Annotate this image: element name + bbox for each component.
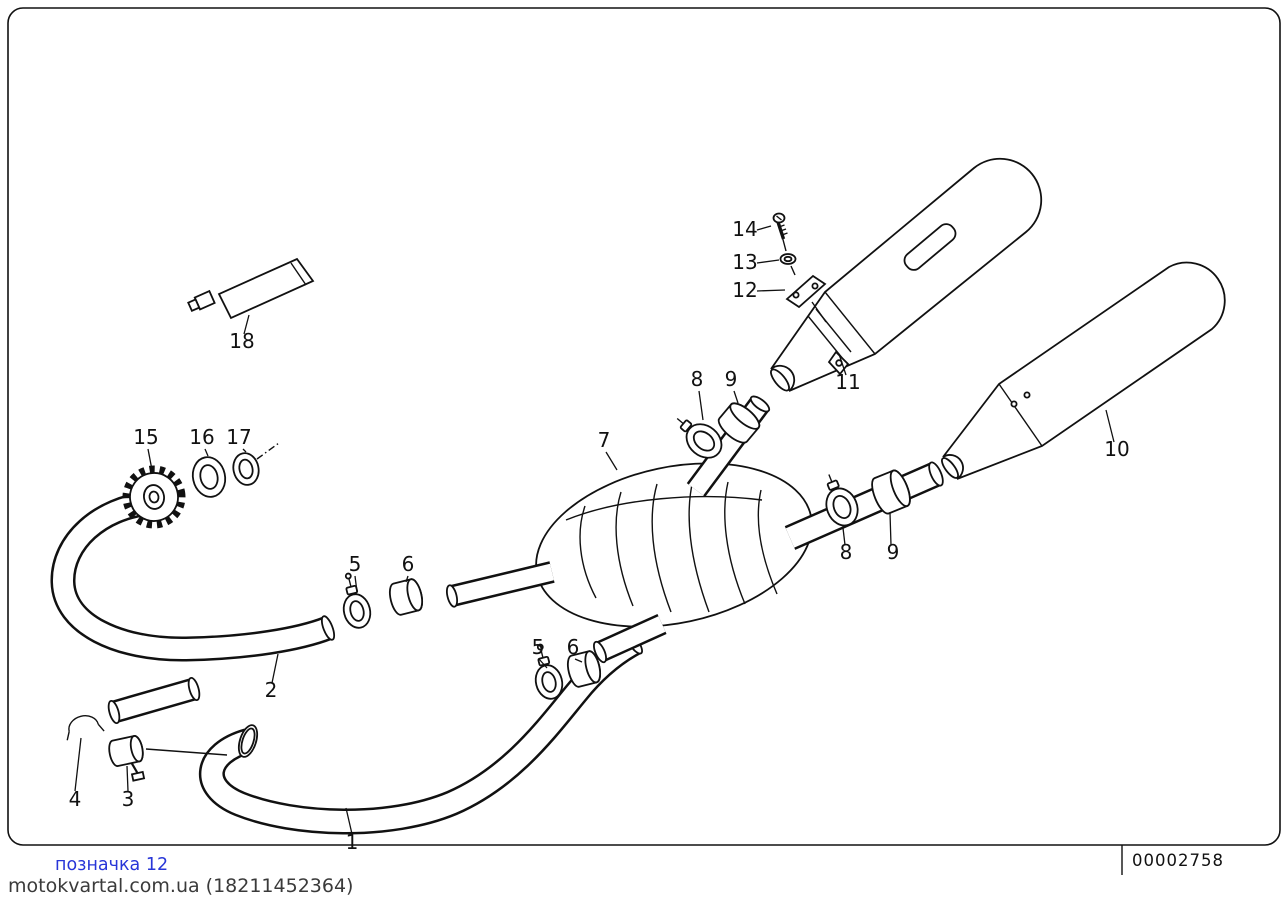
callout-4: 4 xyxy=(69,787,82,811)
leader-line xyxy=(538,658,548,669)
part-8-clamp-lower xyxy=(825,474,859,527)
part-6-sleeve-upper xyxy=(388,578,424,616)
callout-5-upper: 5 xyxy=(349,552,362,576)
leader-line xyxy=(204,448,209,457)
part-3-pipe-clamp xyxy=(108,735,146,782)
leader-line xyxy=(838,353,847,376)
part-5-clamp-upper xyxy=(342,572,372,629)
callout-11: 11 xyxy=(835,370,860,394)
part-17-gasket-ring xyxy=(232,452,260,486)
leader-line xyxy=(345,807,353,835)
part-16-gasket-ring xyxy=(191,456,227,498)
leader-line xyxy=(126,765,129,792)
leader-line xyxy=(574,658,583,663)
callout-2: 2 xyxy=(265,678,278,702)
part-18-sealing-compound-tube xyxy=(187,257,315,320)
callout-18: 18 xyxy=(229,329,254,353)
callout-6-lower: 6 xyxy=(567,635,580,659)
leader-line xyxy=(889,512,892,546)
leader-line xyxy=(1105,409,1115,443)
callout-9-upper: 9 xyxy=(725,367,738,391)
alignment-line xyxy=(780,231,787,252)
part-12-bracket xyxy=(785,274,827,323)
leader-line xyxy=(756,289,786,292)
part-11-muffler xyxy=(770,157,1043,392)
leader-lines xyxy=(74,225,1115,835)
diagram-border xyxy=(7,7,1281,846)
part-7-collector-silencer xyxy=(445,394,946,664)
callout-12: 12 xyxy=(732,278,757,302)
part-6-sleeve-lower xyxy=(566,650,602,688)
callout-9-lower: 9 xyxy=(887,540,900,564)
callout-16: 16 xyxy=(189,425,214,449)
callout-17: 17 xyxy=(226,425,251,449)
part-14-screw xyxy=(772,212,788,240)
leader-line xyxy=(605,451,618,471)
callout-14: 14 xyxy=(732,217,757,241)
leader-line xyxy=(271,653,279,684)
part-10-muffler xyxy=(941,261,1226,480)
watermark-site: motokvartal.com.ua (18211452364) xyxy=(8,875,353,897)
reference-line xyxy=(145,748,228,756)
part-9-sleeve-upper xyxy=(717,402,761,444)
callouts: 1 2 3 4 5 6 5 6 7 8 9 8 9 10 11 12 13 14… xyxy=(69,217,1130,854)
part-8-clamp-upper xyxy=(676,417,723,459)
leader-line xyxy=(74,737,82,792)
callout-8-lower: 8 xyxy=(840,540,853,564)
center-line xyxy=(256,442,280,460)
header-pipe-stub xyxy=(107,676,202,725)
leader-line xyxy=(756,225,772,231)
part-13-washer xyxy=(779,253,797,265)
alignment-line xyxy=(790,265,796,276)
leader-line xyxy=(733,390,739,404)
callout-6-upper: 6 xyxy=(402,552,415,576)
callout-10: 10 xyxy=(1104,437,1129,461)
callout-13: 13 xyxy=(732,250,757,274)
leader-line xyxy=(242,448,247,453)
leader-line xyxy=(405,575,409,583)
leader-line xyxy=(842,527,846,546)
watermark-label: позначка 12 xyxy=(55,855,168,875)
leader-line xyxy=(756,259,780,264)
leader-line xyxy=(354,575,358,593)
leader-line xyxy=(147,448,153,471)
callout-15: 15 xyxy=(133,425,158,449)
callout-8-upper: 8 xyxy=(691,367,704,391)
part-2-rear-header-pipe xyxy=(63,486,337,649)
leader-line xyxy=(243,314,250,335)
leader-line xyxy=(698,390,704,421)
part-4-pipe-bracket xyxy=(66,715,105,741)
callout-5-lower: 5 xyxy=(532,635,545,659)
callout-3: 3 xyxy=(122,787,135,811)
callout-7: 7 xyxy=(598,428,611,452)
callout-1: 1 xyxy=(346,830,359,854)
drawing-number: 00002758 xyxy=(1132,851,1224,870)
part-9-sleeve-lower xyxy=(871,469,911,515)
part-15-finned-nut xyxy=(122,465,186,529)
